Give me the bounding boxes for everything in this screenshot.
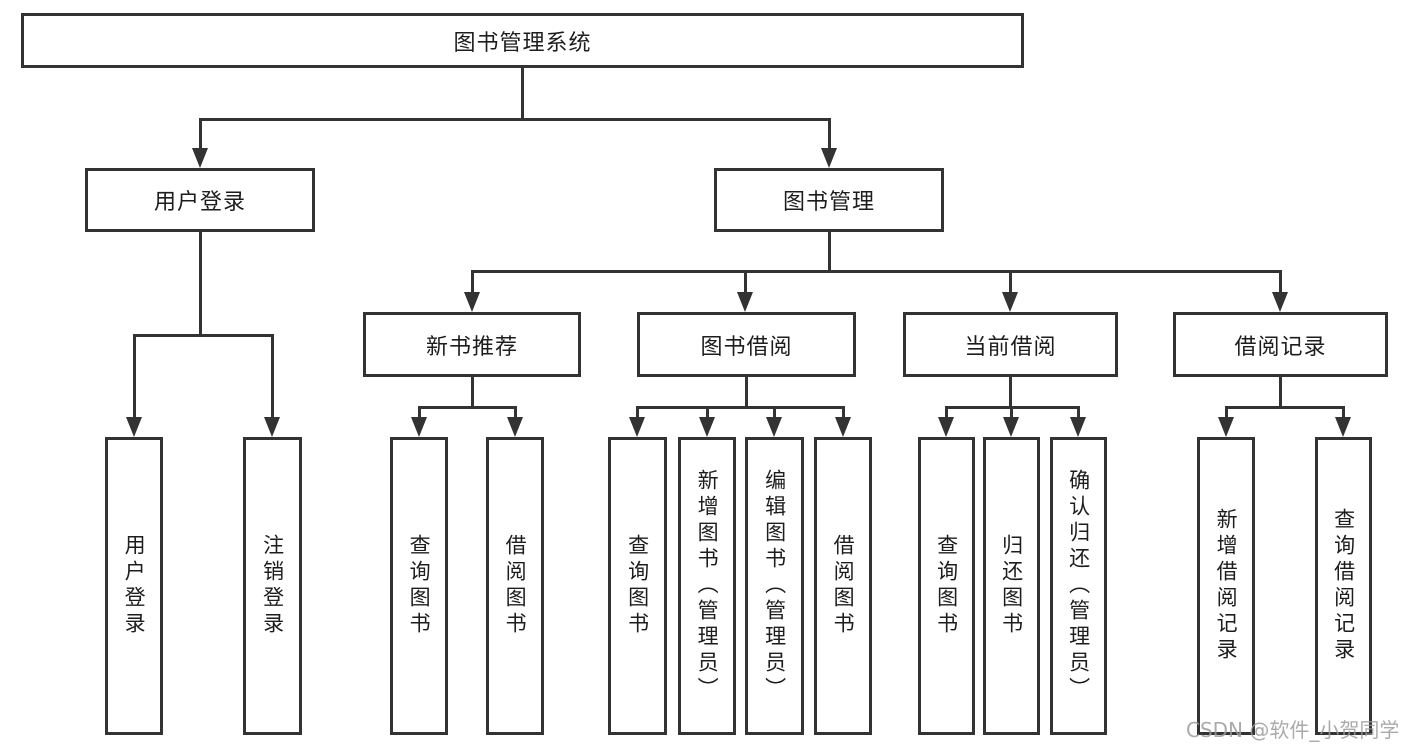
node-label: 新增图书（管理员） bbox=[695, 469, 720, 703]
leaf-confirm-return-admin: 确认归还（管理员） bbox=[1050, 437, 1107, 735]
node-label: 查询图书 bbox=[934, 534, 959, 638]
connector-line bbox=[744, 271, 747, 294]
node-book-management: 图书管理 bbox=[714, 168, 944, 232]
node-label: 用户登录 bbox=[122, 534, 147, 638]
leaf-user-login: 用户登录 bbox=[105, 437, 163, 735]
node-label: 当前借阅 bbox=[964, 334, 1057, 360]
connector-arrow bbox=[821, 148, 837, 168]
node-label: 图书管理系统 bbox=[453, 30, 592, 56]
connector-line bbox=[199, 232, 202, 336]
connector-arrow bbox=[1003, 417, 1019, 437]
connector-line bbox=[1010, 407, 1013, 419]
connector-line bbox=[1009, 271, 1012, 294]
connector-line bbox=[514, 407, 517, 419]
node-label: 查询借阅记录 bbox=[1331, 508, 1356, 664]
connector-line bbox=[745, 377, 748, 408]
node-label: 查询图书 bbox=[407, 534, 432, 638]
connector-arrow bbox=[411, 417, 427, 437]
watermark: CSDN @软件_小贺同学 bbox=[1186, 718, 1400, 742]
connector-line bbox=[945, 407, 948, 419]
node-label: 借阅记录 bbox=[1234, 334, 1327, 360]
connector-arrow bbox=[1272, 292, 1288, 312]
connector-arrow bbox=[938, 417, 954, 437]
connector-line bbox=[828, 232, 831, 272]
leaf-edit-books-admin: 编辑图书（管理员） bbox=[745, 437, 804, 735]
connector-line bbox=[1077, 407, 1080, 419]
node-label: 新书推荐 bbox=[425, 334, 518, 360]
leaf-return-books: 归还图书 bbox=[983, 437, 1040, 735]
node-library-system: 图书管理系统 bbox=[21, 13, 1024, 68]
node-borrowing-records: 借阅记录 bbox=[1173, 312, 1388, 377]
node-user-login: 用户登录 bbox=[85, 168, 315, 232]
connector-line bbox=[521, 68, 524, 121]
connector-line bbox=[471, 271, 474, 294]
connector-arrow bbox=[192, 148, 208, 168]
connector-arrow bbox=[126, 417, 142, 437]
connector-arrow bbox=[1335, 417, 1351, 437]
connector-line bbox=[1279, 377, 1282, 408]
leaf-query-books-recommend: 查询图书 bbox=[390, 437, 448, 735]
connector-line bbox=[418, 407, 421, 419]
leaf-borrow-books-recommend: 借阅图书 bbox=[486, 437, 544, 735]
connector-line bbox=[773, 407, 776, 419]
connector-arrow bbox=[737, 292, 753, 312]
leaf-query-books-borrowing: 查询图书 bbox=[608, 437, 667, 735]
leaf-borrow-books-borrowing: 借阅图书 bbox=[814, 437, 872, 735]
connector-line bbox=[1342, 407, 1345, 419]
connector-line bbox=[706, 407, 709, 419]
node-label: 归还图书 bbox=[999, 534, 1024, 638]
connector-arrow bbox=[507, 417, 523, 437]
connector-arrow bbox=[264, 417, 280, 437]
connector-line bbox=[1009, 377, 1012, 408]
node-label: 查询图书 bbox=[625, 534, 650, 638]
connector-arrow bbox=[1070, 417, 1086, 437]
connector-line bbox=[133, 335, 136, 419]
connector-line bbox=[1225, 406, 1345, 409]
connector-line bbox=[199, 119, 202, 151]
leaf-add-borrow-record: 新增借阅记录 bbox=[1197, 437, 1255, 735]
connector-arrow bbox=[766, 417, 782, 437]
node-label: 借阅图书 bbox=[831, 534, 856, 638]
connector-line bbox=[199, 118, 831, 121]
connector-line bbox=[418, 406, 517, 409]
node-book-borrowing: 图书借阅 bbox=[637, 312, 856, 377]
node-label: 图书借阅 bbox=[700, 334, 793, 360]
connector-arrow bbox=[464, 292, 480, 312]
connector-arrow bbox=[835, 417, 851, 437]
connector-line bbox=[636, 407, 639, 419]
connector-line bbox=[636, 406, 845, 409]
node-current-borrowing: 当前借阅 bbox=[903, 312, 1118, 377]
connector-arrow bbox=[699, 417, 715, 437]
node-label: 新增借阅记录 bbox=[1214, 508, 1239, 664]
connector-arrow bbox=[629, 417, 645, 437]
connector-arrow bbox=[1218, 417, 1234, 437]
connector-line bbox=[271, 335, 274, 419]
leaf-logout-login: 注销登录 bbox=[243, 437, 302, 735]
connector-line bbox=[828, 119, 831, 151]
node-new-book-recommendation: 新书推荐 bbox=[363, 312, 581, 377]
connector-line bbox=[471, 270, 1282, 273]
connector-line bbox=[133, 334, 274, 337]
node-label: 图书管理 bbox=[782, 190, 875, 215]
connector-line bbox=[471, 377, 474, 408]
leaf-query-books-current: 查询图书 bbox=[918, 437, 975, 735]
leaf-add-books-admin: 新增图书（管理员） bbox=[678, 437, 736, 735]
leaf-query-borrow-record: 查询借阅记录 bbox=[1315, 437, 1372, 735]
connector-arrow bbox=[1002, 292, 1018, 312]
node-label: 确认归还（管理员） bbox=[1066, 469, 1091, 703]
connector-line bbox=[842, 407, 845, 419]
node-label: 借阅图书 bbox=[503, 534, 528, 638]
node-label: 编辑图书（管理员） bbox=[762, 469, 787, 703]
node-label: 用户登录 bbox=[153, 190, 246, 215]
connector-line bbox=[1279, 271, 1282, 294]
node-label: 注销登录 bbox=[260, 534, 285, 638]
connector-line bbox=[1225, 407, 1228, 419]
